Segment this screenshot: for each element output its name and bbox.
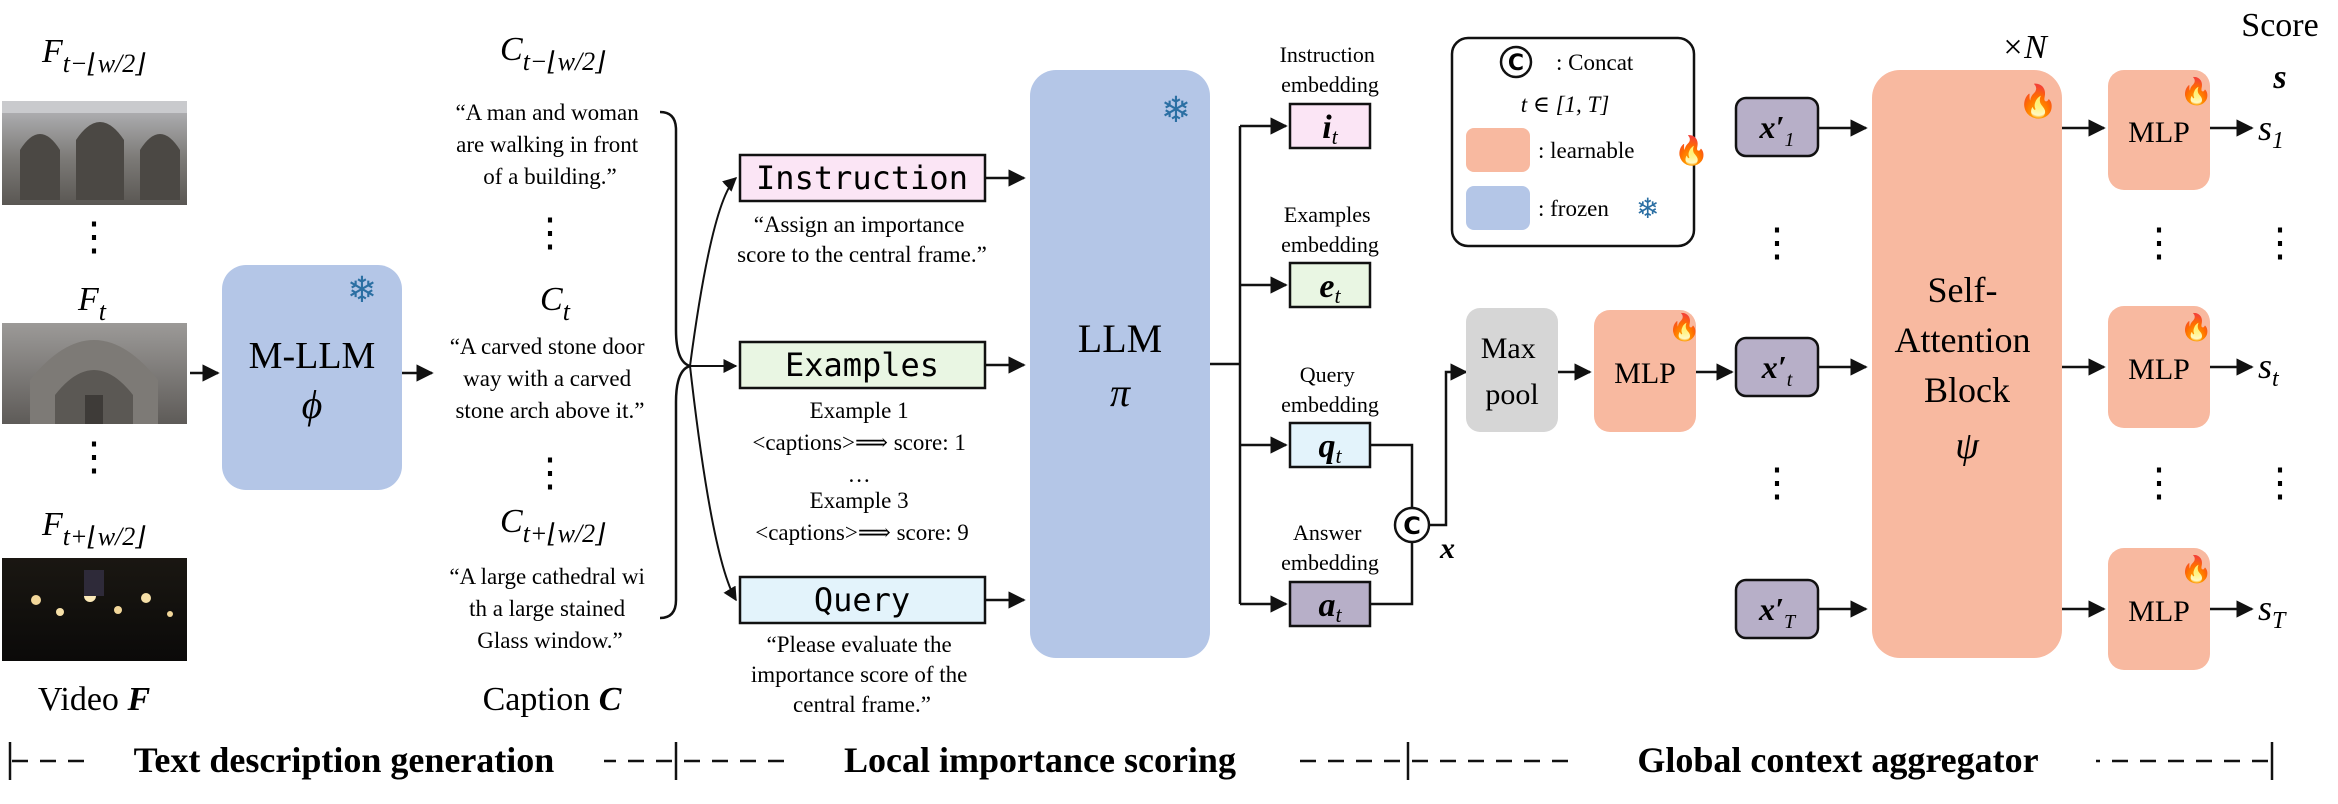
frame-top-label: Ft−⌊w/2⌋ — [41, 33, 146, 78]
frame-bot-label: Ft+⌊w/2⌋ — [41, 506, 146, 551]
frame-dots-upper: ⋮ — [74, 214, 114, 259]
legend-concat-icon — [1499, 45, 1533, 79]
caption-mid-label: Ct — [540, 281, 571, 326]
score-dots-lower: ⋮ — [2260, 460, 2300, 505]
query-text: “Please evaluate the importance score of… — [751, 632, 973, 717]
mllm-block — [222, 265, 402, 490]
mlp-dots-lower: ⋮ — [2139, 460, 2179, 505]
frame-bot-thumbnail — [2, 558, 187, 661]
answer-embedding-symbol: at — [1318, 587, 1342, 627]
frame-mid-thumbnail — [2, 323, 187, 424]
caption-dots-lower: ⋮ — [530, 450, 570, 495]
mllm-symbol: ϕ — [302, 382, 323, 427]
mlp-box-bot — [2108, 548, 2210, 670]
mllm-label: M-LLM — [249, 335, 376, 377]
legend-learnable-swatch — [1466, 128, 1530, 172]
frame-mid-label: Ft — [77, 281, 107, 326]
query-embedding-title: Query embedding — [1281, 362, 1379, 417]
mlp-mid-label: MLP — [2128, 353, 2190, 386]
section-global-aggregator: Global context aggregator — [1637, 740, 2038, 780]
mlp-bot-label: MLP — [2128, 595, 2190, 628]
query-embedding-symbol: qt — [1318, 428, 1342, 468]
frame-top-thumbnail — [2, 101, 187, 205]
mlp-pool-label: MLP — [1614, 357, 1676, 390]
instruction-embedding-symbol: it — [1322, 109, 1338, 149]
caption-top-label: Ct−⌊w/2⌋ — [500, 31, 606, 76]
section-bar — [8, 733, 2274, 789]
caption-brace — [659, 110, 695, 620]
frame-dots-lower: ⋮ — [74, 434, 114, 479]
section-local-scoring: Local importance scoring — [844, 740, 1236, 780]
token-dots-lower: ⋮ — [1757, 460, 1797, 505]
token-dots-upper: ⋮ — [1757, 220, 1797, 265]
llm-block — [1030, 70, 1210, 658]
caption-caption: Caption C — [483, 681, 622, 718]
examples-embedding-symbol: et — [1319, 268, 1341, 308]
section-text-generation: Text description generation — [134, 740, 555, 780]
legend-range: t ∈ [1, T] — [1521, 92, 1610, 117]
query-label: Query — [814, 581, 910, 619]
instruction-label: Instruction — [756, 159, 968, 197]
snowflake-icon: ❄ — [1161, 90, 1191, 130]
fire-icon: 🔥 — [2018, 83, 2058, 119]
mlp-box-top — [2108, 70, 2210, 190]
maxpool-label: Max pool — [1481, 332, 1544, 411]
legend-concat-symbol: C — [1508, 51, 1524, 76]
caption-mid-text: “A carved stone door way with a carved s… — [450, 334, 651, 423]
caption-bot-label: Ct+⌊w/2⌋ — [500, 503, 606, 548]
query-box — [738, 575, 987, 625]
llm-label: LLM — [1078, 316, 1162, 361]
fire-icon: 🔥 — [1674, 134, 1709, 167]
examples-embedding-title: Examples embedding — [1281, 202, 1379, 257]
self-attention-symbol: ψ — [1955, 425, 1980, 467]
llm-symbol: π — [1110, 370, 1131, 415]
instruction-text: “Assign an importance score to the centr… — [737, 212, 987, 267]
fire-icon: 🔥 — [2180, 312, 2212, 342]
query-embedding-box — [1288, 421, 1372, 469]
token-bot-label: x′T — [1758, 591, 1797, 633]
concat-symbol: C — [1403, 512, 1421, 540]
score-mid: st — [2258, 346, 2280, 392]
caption-top-text: “A man and woman are walking in front of… — [455, 100, 644, 189]
repeat-label: ×N — [2001, 29, 2049, 66]
token-mid-label: x′t — [1761, 349, 1793, 391]
legend-frozen-swatch — [1466, 186, 1530, 230]
mlp-dots-upper: ⋮ — [2139, 220, 2179, 265]
concat-output-symbol: x — [1439, 532, 1455, 565]
mlp-box-pool — [1594, 310, 1696, 432]
self-attention-block — [1872, 70, 2062, 658]
examples-text: Example 1 <captions>⟹ score: 1 … Example… — [752, 398, 971, 545]
snowflake-icon: ❄ — [347, 270, 377, 310]
video-caption: Video F — [38, 681, 151, 718]
examples-label: Examples — [785, 346, 939, 384]
score-bot: sT — [2258, 588, 2287, 634]
instruction-embedding-box — [1288, 102, 1372, 150]
legend-learnable-label: : learnable — [1538, 138, 1634, 163]
legend-concat-label: : Concat — [1556, 50, 1634, 75]
self-attention-label: Self- Attention Block — [1895, 270, 2040, 410]
instruction-embedding-title: Instruction embedding — [1280, 42, 1381, 97]
caption-bot-text: “A large cathedral wi th a large stained… — [449, 564, 650, 653]
token-top-label: x′1 — [1759, 109, 1795, 151]
maxpool-box — [1466, 308, 1558, 432]
caption-dots-upper: ⋮ — [530, 210, 570, 255]
mlp-top-label: MLP — [2128, 116, 2190, 149]
snowflake-icon: ❄ — [1636, 194, 1659, 225]
fire-icon: 🔥 — [2180, 76, 2212, 106]
mlp-box-mid — [2108, 306, 2210, 428]
instruction-box — [738, 153, 987, 203]
score-top: s1 — [2258, 108, 2284, 154]
examples-embedding-box — [1288, 261, 1372, 309]
legend-frozen-label: : frozen — [1538, 196, 1609, 221]
score-dots-upper: ⋮ — [2260, 220, 2300, 265]
fire-icon: 🔥 — [2180, 554, 2212, 584]
answer-embedding-title: Answer embedding — [1281, 520, 1379, 575]
fire-icon: 🔥 — [1668, 312, 1700, 342]
score-title: Score — [2241, 7, 2318, 44]
score-symbol: s — [2272, 59, 2286, 96]
